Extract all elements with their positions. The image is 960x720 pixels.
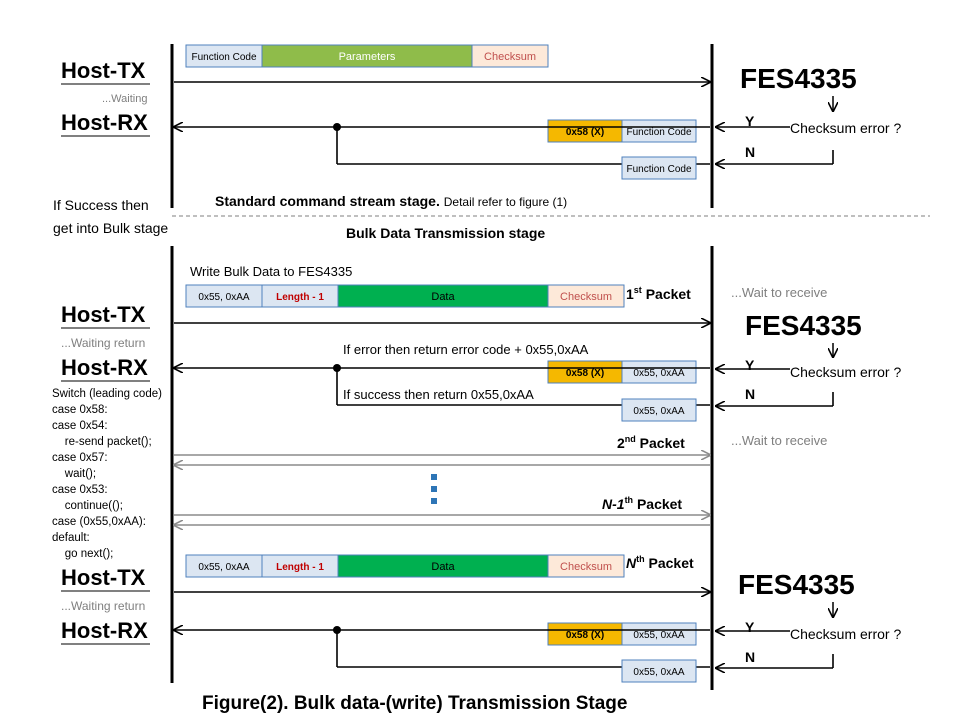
second-packet-label: 2nd Packet	[617, 434, 685, 451]
svg-text:0x58 (X): 0x58 (X)	[566, 630, 604, 641]
fes-device-label-bulk: FES4335	[745, 310, 862, 341]
fes-device-label: FES4335	[740, 63, 857, 94]
svg-text:case 0x54:: case 0x54:	[52, 420, 108, 432]
svg-text:Function Code: Function Code	[626, 164, 691, 175]
host-rx-label: Host-RX	[61, 110, 148, 135]
svg-text:Data: Data	[431, 561, 455, 573]
svg-text:0x55, 0xAA: 0x55, 0xAA	[198, 562, 249, 573]
figure-caption: Figure(2). Bulk data-(write) Transmissio…	[202, 693, 627, 714]
svg-text:0x55, 0xAA: 0x55, 0xAA	[633, 630, 684, 641]
no-label: N	[745, 144, 755, 160]
bulk-error-reply-frame: 0x58 (X) 0x55, 0xAA	[547, 360, 697, 384]
last-success-reply-frame: 0x55, 0xAA	[621, 659, 697, 683]
svg-text:go next();: go next();	[52, 548, 113, 560]
host-tx-label: Host-TX	[61, 58, 146, 83]
nth-packet-label: Nth Packet	[626, 554, 694, 571]
fes-device-label-last: FES4335	[738, 569, 855, 600]
yes-label-last: Y	[745, 619, 755, 635]
if-success-line2: get into Bulk stage	[53, 220, 168, 236]
waiting-return-label: ...Waiting return	[61, 336, 145, 350]
svg-text:0x55, 0xAA: 0x55, 0xAA	[198, 292, 249, 303]
wait-receive-label-2: ...Wait to receive	[731, 433, 827, 448]
if-error-note: If error then return error code + 0x55,0…	[343, 342, 589, 357]
yes-label: Y	[745, 113, 755, 129]
checksum-question-last: Checksum error ?	[790, 626, 901, 642]
svg-text:0x55, 0xAA: 0x55, 0xAA	[633, 368, 684, 379]
svg-text:0x55, 0xAA: 0x55, 0xAA	[633, 406, 684, 417]
svg-text:0x55, 0xAA: 0x55, 0xAA	[633, 667, 684, 678]
svg-text:case 0x57:: case 0x57:	[52, 452, 108, 464]
first-packet-frame: 0x55, 0xAA Length - 1 Data Checksum	[185, 284, 625, 308]
command-frame: Function Code Parameters Checksum	[185, 44, 549, 68]
nth-packet-frame: 0x55, 0xAA Length - 1 Data Checksum	[185, 554, 625, 578]
waiting-label: ...Waiting	[102, 93, 147, 105]
if-success-note: If success then return 0x55,0xAA	[343, 387, 534, 402]
waiting-return-label-last: ...Waiting return	[61, 599, 145, 613]
success-reply-frame: Function Code	[621, 156, 697, 180]
svg-text:Function Code: Function Code	[626, 127, 691, 138]
svg-text:Length - 1: Length - 1	[276, 562, 324, 573]
svg-text:default:: default:	[52, 532, 90, 544]
host-rx-label-last: Host-RX	[61, 618, 148, 643]
if-success-line1: If Success then	[53, 197, 149, 213]
write-title: Write Bulk Data to FES4335	[190, 264, 352, 279]
ellipsis-dots	[431, 474, 437, 504]
svg-text:0x58 (X): 0x58 (X)	[566, 127, 604, 138]
error-reply-frame: 0x58 (X) Function Code	[547, 119, 697, 143]
host-rx-label-bulk: Host-RX	[61, 355, 148, 380]
svg-text:Data: Data	[431, 291, 455, 303]
host-tx-label-last: Host-TX	[61, 565, 146, 590]
no-label-bulk: N	[745, 386, 755, 402]
svg-text:re-send packet();: re-send packet();	[52, 436, 152, 448]
n-minus-one-packet-label: N-1th Packet	[602, 495, 682, 512]
host-tx-label-bulk: Host-TX	[61, 302, 146, 327]
leading-code-listing: Switch (leading code) case 0x58: case 0x…	[52, 388, 162, 560]
svg-text:Length - 1: Length - 1	[276, 292, 324, 303]
checksum-field: Checksum	[484, 51, 536, 63]
stage-caption: Standard command stream stage. Detail re…	[215, 193, 567, 209]
no-label-last: N	[745, 649, 755, 665]
wait-receive-label: ...Wait to receive	[731, 285, 827, 300]
first-packet-label: 1st Packet	[626, 285, 691, 302]
bulk-stage-title: Bulk Data Transmission stage	[346, 225, 545, 241]
checksum-question-bulk: Checksum error ?	[790, 364, 901, 380]
svg-text:Switch (leading code): Switch (leading code)	[52, 388, 162, 400]
last-error-reply-frame: 0x58 (X) 0x55, 0xAA	[547, 622, 697, 646]
svg-text:case (0x55,0xAA):: case (0x55,0xAA):	[52, 516, 146, 528]
parameters-field: Parameters	[339, 51, 396, 63]
svg-text:case 0x58:: case 0x58:	[52, 404, 108, 416]
svg-text:continue(();: continue(();	[52, 500, 123, 512]
yes-label-bulk: Y	[745, 357, 755, 373]
bulk-success-reply-frame: 0x55, 0xAA	[621, 398, 697, 422]
svg-text:wait();: wait();	[52, 468, 96, 480]
svg-text:case 0x53:: case 0x53:	[52, 484, 108, 496]
checksum-question: Checksum error ?	[790, 120, 901, 136]
svg-text:0x58 (X): 0x58 (X)	[566, 368, 604, 379]
svg-text:Checksum: Checksum	[560, 561, 612, 573]
svg-text:Checksum: Checksum	[560, 291, 612, 303]
function-code-field: Function Code	[191, 52, 256, 63]
